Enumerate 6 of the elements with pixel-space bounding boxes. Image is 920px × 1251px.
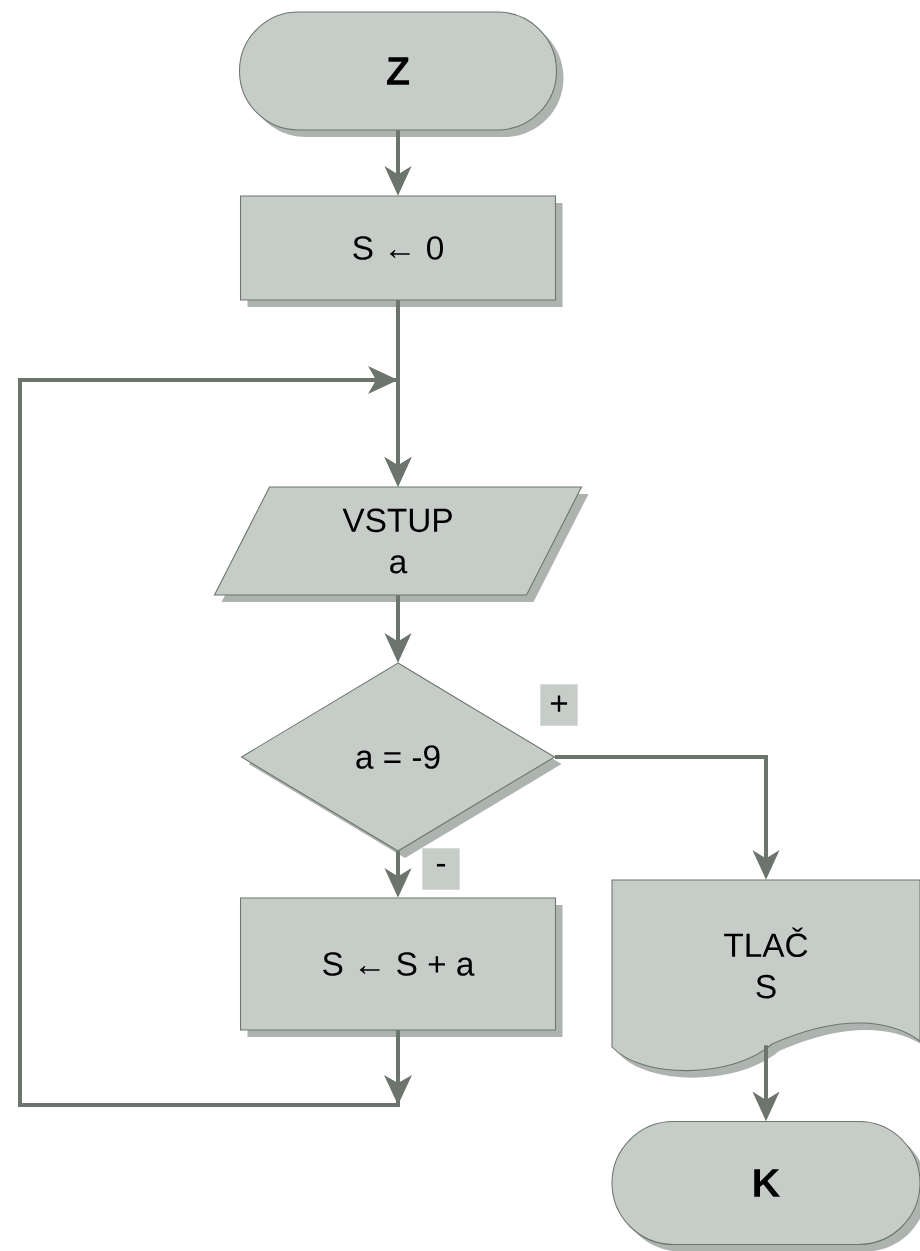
- arrow: [18, 366, 412, 1107]
- input-parallelogram: VSTUP a: [213, 486, 589, 602]
- edge-label: -: [422, 848, 460, 890]
- process-box: S ← 0: [239, 195, 563, 307]
- edge-label: +: [540, 684, 578, 726]
- process-box: S ← S + a: [239, 897, 563, 1037]
